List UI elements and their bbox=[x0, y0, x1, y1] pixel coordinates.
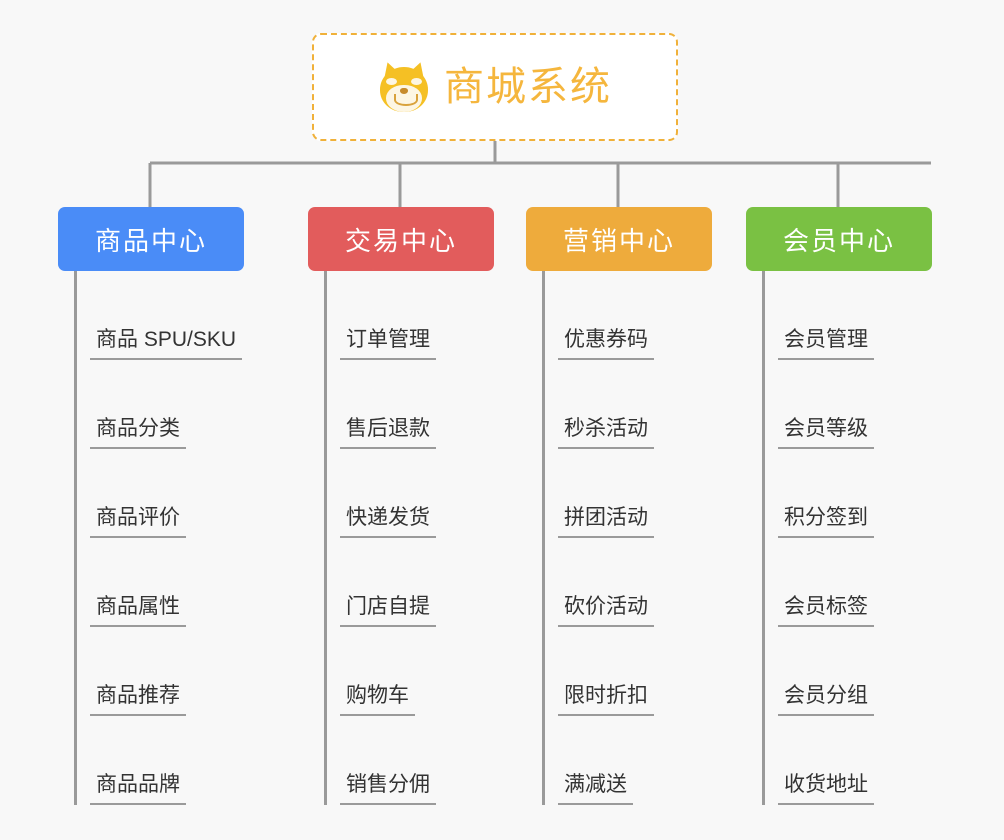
branch-spine-4 bbox=[762, 271, 765, 805]
leaf-label: 售后退款 bbox=[340, 417, 436, 449]
leaf-label: 商品分类 bbox=[90, 417, 186, 449]
leaf-label: 会员分组 bbox=[778, 684, 874, 716]
leaf-item[interactable]: 商品推荐 bbox=[58, 627, 244, 716]
leaf-item[interactable]: 秒杀活动 bbox=[526, 360, 712, 449]
branch-spine-3 bbox=[542, 271, 545, 805]
leaf-item[interactable]: 优惠券码 bbox=[526, 271, 712, 360]
leaf-item[interactable]: 收货地址 bbox=[746, 716, 932, 805]
leaf-label: 秒杀活动 bbox=[558, 417, 654, 449]
leaf-label: 收货地址 bbox=[778, 773, 874, 805]
leaf-item[interactable]: 商品属性 bbox=[58, 538, 244, 627]
leaf-item[interactable]: 会员标签 bbox=[746, 538, 932, 627]
branch-column-3: 营销中心 优惠券码 秒杀活动 拼团活动 砍价活动 限时折扣 满减送 bbox=[526, 207, 712, 805]
leaf-label: 商品推荐 bbox=[90, 684, 186, 716]
leaf-item[interactable]: 商品品牌 bbox=[58, 716, 244, 805]
leaf-item[interactable]: 会员分组 bbox=[746, 627, 932, 716]
leaf-item[interactable]: 商品评价 bbox=[58, 449, 244, 538]
branch-column-2: 交易中心 订单管理 售后退款 快递发货 门店自提 购物车 销售分佣 bbox=[308, 207, 494, 805]
leaf-label: 砍价活动 bbox=[558, 595, 654, 627]
branch-header-4[interactable]: 会员中心 bbox=[746, 207, 932, 271]
leaf-label: 会员管理 bbox=[778, 328, 874, 360]
leaf-item[interactable]: 限时折扣 bbox=[526, 627, 712, 716]
branch-spine-1 bbox=[74, 271, 77, 805]
leaf-label: 销售分佣 bbox=[340, 773, 436, 805]
leaf-item[interactable]: 砍价活动 bbox=[526, 538, 712, 627]
leaf-item[interactable]: 积分签到 bbox=[746, 449, 932, 538]
leaf-label: 拼团活动 bbox=[558, 506, 654, 538]
leaf-item[interactable]: 订单管理 bbox=[308, 271, 494, 360]
branch-header-label-1: 商品中心 bbox=[94, 225, 207, 256]
branch-column-4: 会员中心 会员管理 会员等级 积分签到 会员标签 会员分组 收货地址 bbox=[746, 207, 932, 805]
leaf-list-1: 商品 SPU/SKU 商品分类 商品评价 商品属性 商品推荐 商品品牌 bbox=[58, 271, 244, 805]
leaf-label: 积分签到 bbox=[778, 506, 874, 538]
leaf-label: 购物车 bbox=[340, 684, 415, 716]
leaf-label: 商品属性 bbox=[90, 595, 186, 627]
leaf-list-4: 会员管理 会员等级 积分签到 会员标签 会员分组 收货地址 bbox=[746, 271, 932, 805]
leaf-label: 会员标签 bbox=[778, 595, 874, 627]
shiba-dog-icon bbox=[378, 59, 430, 113]
leaf-item[interactable]: 满减送 bbox=[526, 716, 712, 805]
leaf-list-3: 优惠券码 秒杀活动 拼团活动 砍价活动 限时折扣 满减送 bbox=[526, 271, 712, 805]
root-node[interactable]: 商城系统 bbox=[312, 33, 678, 141]
leaf-label: 快递发货 bbox=[340, 506, 436, 538]
leaf-label: 商品品牌 bbox=[90, 773, 186, 805]
leaf-list-2: 订单管理 售后退款 快递发货 门店自提 购物车 销售分佣 bbox=[308, 271, 494, 805]
leaf-item[interactable]: 售后退款 bbox=[308, 360, 494, 449]
leaf-label: 优惠券码 bbox=[558, 328, 654, 360]
branch-header-1[interactable]: 商品中心 bbox=[58, 207, 244, 271]
branch-spine-2 bbox=[324, 271, 327, 805]
branch-column-1: 商品中心 商品 SPU/SKU 商品分类 商品评价 商品属性 商品推荐 商品品牌 bbox=[58, 207, 244, 805]
branch-header-label-3: 营销中心 bbox=[562, 225, 675, 256]
leaf-label: 商品 SPU/SKU bbox=[90, 328, 243, 360]
leaf-label: 门店自提 bbox=[340, 595, 436, 627]
leaf-label: 限时折扣 bbox=[558, 684, 654, 716]
leaf-item[interactable]: 商品分类 bbox=[58, 360, 244, 449]
leaf-item[interactable]: 销售分佣 bbox=[308, 716, 494, 805]
leaf-label: 商品评价 bbox=[90, 506, 186, 538]
leaf-item[interactable]: 会员等级 bbox=[746, 360, 932, 449]
branch-header-label-2: 交易中心 bbox=[344, 225, 457, 256]
branch-header-3[interactable]: 营销中心 bbox=[526, 207, 712, 271]
leaf-label: 订单管理 bbox=[340, 328, 436, 360]
leaf-item[interactable]: 拼团活动 bbox=[526, 449, 712, 538]
leaf-item[interactable]: 门店自提 bbox=[308, 538, 494, 627]
leaf-label: 会员等级 bbox=[778, 417, 874, 449]
leaf-label: 满减送 bbox=[558, 773, 633, 805]
branch-header-label-4: 会员中心 bbox=[782, 225, 895, 256]
leaf-item[interactable]: 快递发货 bbox=[308, 449, 494, 538]
leaf-item[interactable]: 会员管理 bbox=[746, 271, 932, 360]
leaf-item[interactable]: 商品 SPU/SKU bbox=[58, 271, 244, 360]
root-title: 商城系统 bbox=[444, 65, 612, 109]
leaf-item[interactable]: 购物车 bbox=[308, 627, 494, 716]
branch-header-2[interactable]: 交易中心 bbox=[308, 207, 494, 271]
